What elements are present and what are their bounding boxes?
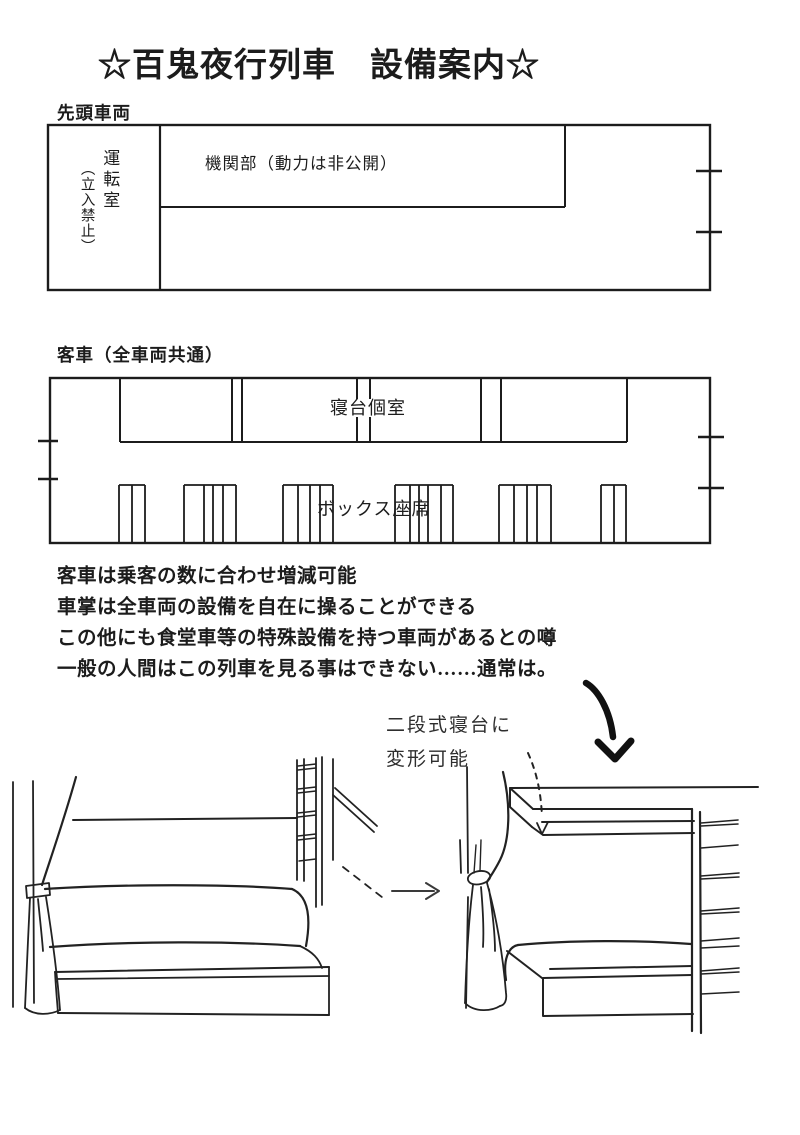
driver-cab-label: 運転室 （立入禁止） bbox=[78, 149, 120, 281]
cab-label-text: 運転室 bbox=[100, 149, 120, 212]
bunk-bed-sketch bbox=[459, 752, 759, 1035]
note-line: 一般の人間はこの列車を見る事はできない……通常は。 bbox=[57, 659, 558, 680]
passenger-car-heading: 客車（全車両共通） bbox=[57, 345, 224, 365]
door-ticks bbox=[38, 435, 724, 490]
bunk-ladder bbox=[690, 807, 740, 1035]
ladder bbox=[296, 756, 334, 908]
engine-room-label: 機関部（動力は非公開） bbox=[205, 154, 398, 173]
lead-car-heading: 先頭車両 bbox=[57, 103, 131, 123]
note-line: 車掌は全車両の設備を自在に操ることができる bbox=[57, 597, 477, 618]
note-line: 客車は乗客の数に合わせ増減可能 bbox=[57, 566, 358, 587]
lead-car-floorplan bbox=[46, 123, 722, 292]
curtain bbox=[40, 775, 78, 887]
curtain-tie bbox=[467, 870, 491, 886]
notes-block: 客車は乗客の数に合わせ増減可能 車掌は全車両の設備を自在に操ることができる この… bbox=[57, 561, 557, 685]
bunk-caption-line2: 変形可能 bbox=[386, 749, 471, 770]
box-seat-label: ボックス座席 bbox=[317, 499, 431, 519]
bench-seat-sketch bbox=[12, 756, 388, 1016]
page-title: ☆百鬼夜行列車 設備案内☆ bbox=[98, 48, 540, 84]
bunk-caption-line1: 二段式寝台に bbox=[386, 715, 513, 736]
upper-bunk bbox=[509, 786, 759, 836]
curtain-tie bbox=[25, 882, 51, 899]
bunk-caption: 二段式寝台に 変形可能 bbox=[386, 709, 512, 777]
attention-arrow-icon bbox=[582, 679, 635, 763]
fold-motion-arrow bbox=[527, 752, 543, 818]
sleeper-compartment-label: 寝台個室 bbox=[327, 399, 409, 417]
transform-arrow-icon bbox=[391, 882, 440, 900]
cab-no-entry-text: （立入禁止） bbox=[78, 161, 95, 254]
curtain bbox=[485, 770, 510, 884]
lower-bunk bbox=[504, 940, 694, 1017]
note-line: この他にも食堂車等の特殊設備を持つ車両があるとの噂 bbox=[57, 628, 557, 649]
